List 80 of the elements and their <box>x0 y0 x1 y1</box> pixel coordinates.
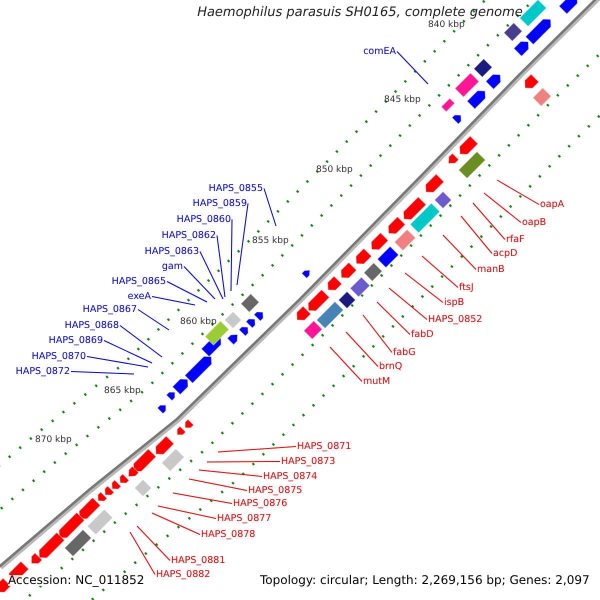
leader-line <box>138 309 170 330</box>
gene-label: exeA <box>128 291 151 302</box>
gene-label: HAPS_0882 <box>156 569 210 580</box>
leader-line <box>104 340 152 364</box>
gene-label: HAPS_0873 <box>281 456 336 467</box>
leader-line <box>86 356 148 368</box>
scale-label: 850 kbp <box>316 165 353 176</box>
scale-label: 860 kbp <box>180 317 217 328</box>
leader-line <box>216 235 226 298</box>
leader-line <box>376 302 410 335</box>
gene-label: HAPS_0862 <box>162 230 216 241</box>
leader-line <box>152 512 200 535</box>
gene-label: HAPS_0877 <box>217 513 272 524</box>
gene-label: fabD <box>411 329 434 340</box>
gene-label: mutM <box>363 376 390 387</box>
gene-label: HAPS_0867 <box>82 304 137 315</box>
gene-label: gam <box>162 261 183 272</box>
scale-label: 845 kbp <box>384 95 421 106</box>
gene-label: HAPS_0859 <box>192 198 247 209</box>
gene-label: oapB <box>522 217 546 228</box>
summary-text: Topology: circular; Length: 2,269,156 bp; Genes: 2,097 <box>260 575 590 586</box>
gene-label: HAPS_0865 <box>112 276 166 287</box>
scale-label: 870 kbp <box>35 435 72 446</box>
gene-label: rfaF <box>506 234 525 245</box>
leader-line <box>442 234 476 270</box>
gene-label: HAPS_0874 <box>263 471 318 482</box>
gene-label: brnQ <box>379 361 402 372</box>
leader-line <box>218 446 296 452</box>
leader-line <box>362 314 392 353</box>
leader-line <box>330 346 362 382</box>
gene-label: HAPS_0875 <box>248 485 302 496</box>
gene-label: comEA <box>363 46 396 57</box>
gene-label: HAPS_0869 <box>48 335 103 346</box>
leader-line <box>152 296 196 306</box>
gene-label: HAPS_0871 <box>297 441 352 452</box>
gene-label: HAPS_0876 <box>233 498 288 509</box>
leader-line <box>206 461 280 462</box>
title: Haemophilus parasuis SH0165, complete genome <box>196 7 524 18</box>
scale-label: 840 kbp <box>428 20 465 31</box>
accession-text: Accession: NC_011852 <box>8 575 144 586</box>
leader-line <box>130 532 156 575</box>
leader-line <box>346 332 378 367</box>
leader-line <box>396 51 428 84</box>
gene-label: HAPS_0860 <box>176 214 231 225</box>
gene-label: acpD <box>493 248 518 259</box>
leader-line <box>166 281 208 302</box>
gene-label: HAPS_0870 <box>32 351 86 362</box>
gene-label: HAPS_0852 <box>428 314 482 325</box>
leader-line <box>422 256 458 288</box>
leader-line <box>70 371 134 374</box>
leader-line <box>496 180 540 205</box>
gene-label: HAPS_0855 <box>208 183 263 194</box>
scale-label: 855 kbp <box>252 236 289 247</box>
gene-label: HAPS_0872 <box>16 366 70 377</box>
leader-line <box>230 219 232 292</box>
leader-line <box>388 288 428 320</box>
gene-label: ispB <box>444 297 464 308</box>
leader-line <box>158 506 216 519</box>
gene-label: HAPS_0863 <box>144 246 199 257</box>
leader-line <box>264 188 276 226</box>
gene-label: HAPS_0868 <box>64 320 119 331</box>
gene-label: manB <box>477 264 505 275</box>
leader-line <box>136 526 170 561</box>
gene-label: HAPS_0878 <box>201 529 256 540</box>
scale-label: 865 kbp <box>104 386 141 397</box>
gene-label: oapA <box>540 199 564 210</box>
leader-line <box>472 202 506 240</box>
gene-label: ftsJ <box>459 282 474 293</box>
leader-line <box>200 251 224 300</box>
gene-label: HAPS_0881 <box>171 555 226 566</box>
leader-line <box>120 325 162 358</box>
leader-line <box>188 478 248 491</box>
leader-line <box>404 272 444 303</box>
leader-line <box>236 203 248 286</box>
leader-line <box>484 192 522 223</box>
leader-line <box>172 492 232 504</box>
gene-label: fabG <box>393 347 416 358</box>
leader-line <box>184 266 216 300</box>
leader-line <box>198 470 262 477</box>
leader-line <box>460 216 492 254</box>
